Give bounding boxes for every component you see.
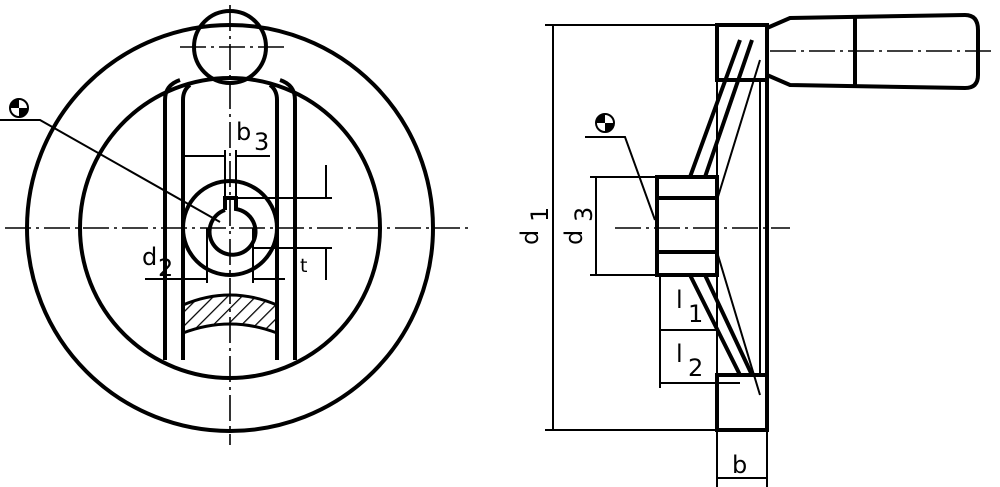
center-of-gravity-symbol bbox=[595, 113, 615, 133]
center-of-gravity-symbol bbox=[9, 98, 29, 118]
hub-side bbox=[655, 175, 719, 277]
leader-line bbox=[0, 119, 221, 223]
label-d2-sub: 2 bbox=[158, 254, 173, 282]
leader-line-side bbox=[585, 136, 656, 221]
rim-top-section bbox=[715, 23, 769, 82]
label-l1-sub: 1 bbox=[688, 300, 703, 328]
rim-bottom-section bbox=[715, 373, 769, 432]
label-l2-sub: 2 bbox=[688, 354, 703, 382]
spokes-side bbox=[688, 39, 754, 376]
handle-grip bbox=[766, 12, 980, 91]
outer-rim bbox=[25, 23, 435, 433]
label-b: b bbox=[732, 451, 747, 479]
side-view: d 1 d 3 l 1 l 2 b bbox=[516, 12, 995, 487]
inner-rim bbox=[78, 76, 382, 380]
left-spoke bbox=[163, 78, 192, 360]
label-l1: l bbox=[676, 286, 683, 314]
spoke-section-hatch bbox=[181, 293, 279, 336]
handle-knob bbox=[192, 9, 268, 85]
label-l2: l bbox=[676, 340, 683, 368]
bore-with-keyway bbox=[207, 196, 258, 257]
label-b3: b bbox=[236, 118, 251, 146]
label-d2: d bbox=[142, 243, 157, 271]
label-d1-sub: 1 bbox=[526, 207, 554, 222]
right-spoke bbox=[268, 78, 297, 360]
label-d3-sub: 3 bbox=[570, 207, 598, 222]
front-view: b 3 d 2 t bbox=[0, 5, 470, 445]
label-b3-sub: 3 bbox=[254, 128, 269, 156]
label-d3: d bbox=[560, 230, 588, 245]
label-d1: d bbox=[516, 230, 544, 245]
label-t: t bbox=[300, 255, 307, 277]
hub bbox=[181, 179, 279, 277]
